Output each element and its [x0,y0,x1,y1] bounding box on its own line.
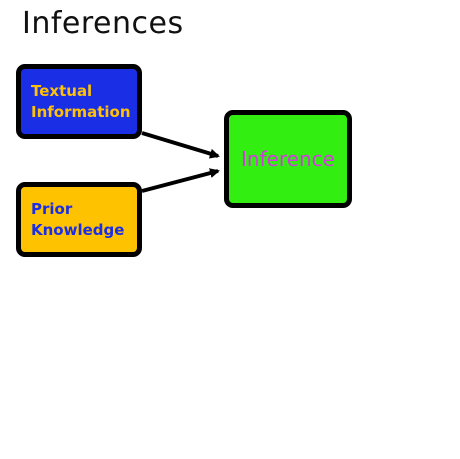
page-title: Inferences [22,6,184,41]
node-prior-line1: Prior [31,200,73,219]
node-prior-line2: Knowledge [31,220,125,239]
arrow-prior-to-inference [141,168,220,193]
node-inference: Inference [224,110,352,208]
node-textual-information: Textual Information [16,64,142,139]
node-prior-knowledge: Prior Knowledge [16,182,142,257]
node-textual-line1: Textual [31,82,93,101]
node-textual-line2: Information [31,102,131,121]
node-inference-label: Inference [241,146,335,171]
arrow-textual-to-inference [141,131,220,159]
